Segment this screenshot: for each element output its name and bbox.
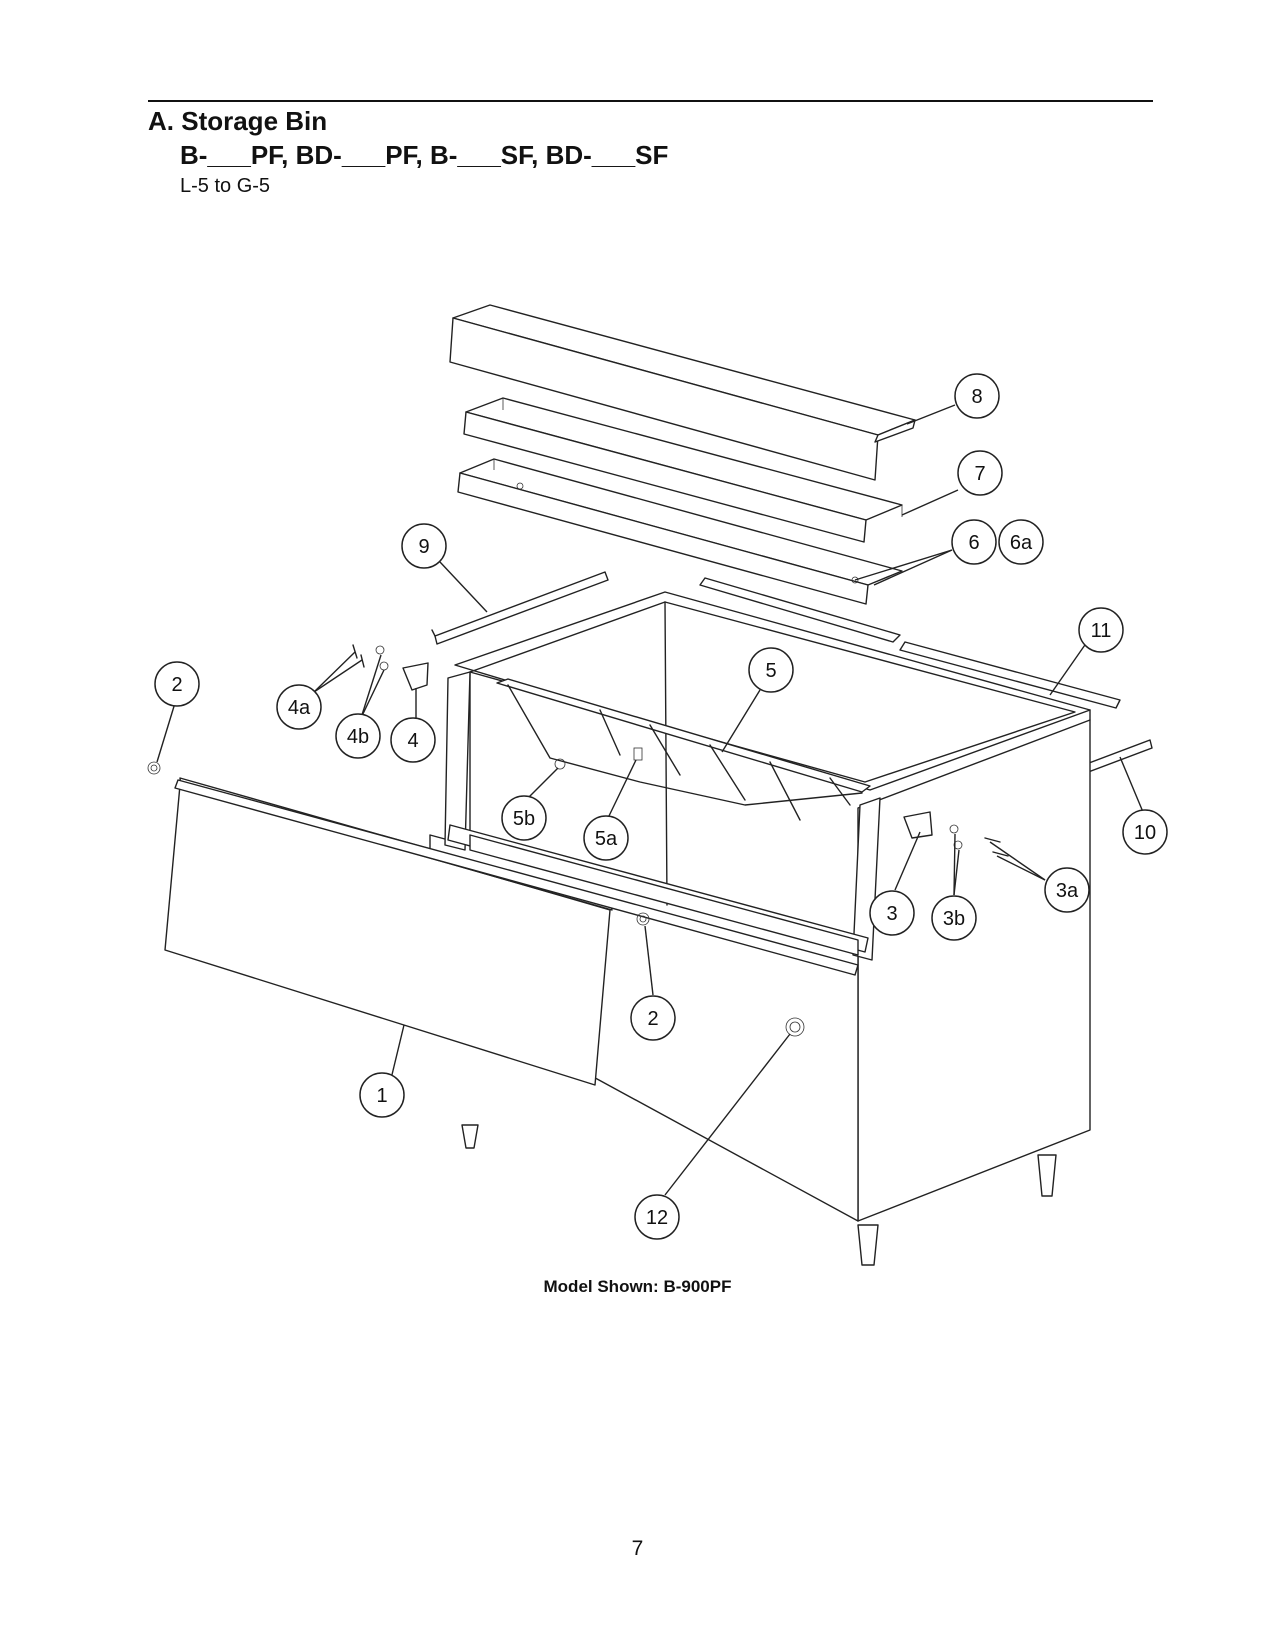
part-11-side-rail — [899, 641, 1121, 709]
page-number: 7 — [631, 1537, 644, 1560]
callout-7-label: 7 — [974, 463, 985, 485]
callout-2-right: 2 — [630, 995, 676, 1041]
callout-6: 6 — [951, 519, 997, 565]
callout-4b: 4b — [335, 713, 381, 759]
callout-10-label: 10 — [1134, 822, 1156, 844]
part-3b-washers — [949, 824, 963, 850]
part-4-bracket — [402, 662, 429, 691]
serial-range: L-5 to G-5 — [180, 175, 271, 197]
callout-3a-label: 3a — [1056, 880, 1079, 902]
callout-2-left: 2 — [154, 661, 200, 707]
callout-5a: 5a — [583, 815, 629, 861]
callout-6-label: 6 — [968, 532, 979, 554]
callout-11: 11 — [1078, 607, 1124, 653]
part-2-hinge-right — [636, 912, 650, 926]
callout-leaders — [156, 404, 1144, 1196]
callout-1: 1 — [359, 1072, 405, 1118]
callout-7: 7 — [957, 450, 1003, 496]
callout-9-label: 9 — [418, 536, 429, 558]
callout-12-label: 12 — [646, 1207, 668, 1229]
part-4a-pins — [352, 644, 365, 668]
callout-8-label: 8 — [971, 386, 982, 408]
callout-5a-label: 5a — [595, 828, 618, 850]
callout-6a-label: 6a — [1010, 532, 1033, 554]
part-9-left-rail — [431, 571, 609, 645]
part-8-top-cover — [449, 304, 916, 481]
part-2-hinge-left — [147, 761, 161, 775]
callout-4a-label: 4a — [288, 697, 311, 719]
header-rule — [148, 100, 1153, 102]
callout-4a: 4a — [276, 684, 322, 730]
part-7-channel — [463, 397, 903, 543]
callout-10: 10 — [1122, 809, 1168, 855]
callout-3-label: 3 — [886, 903, 897, 925]
callout-5: 5 — [748, 647, 794, 693]
callout-5b: 5b — [501, 795, 547, 841]
callout-6a: 6a — [998, 519, 1044, 565]
section-title: A. Storage Bin — [148, 106, 328, 136]
callout-3: 3 — [869, 890, 915, 936]
part-3-bracket — [903, 811, 933, 839]
callout-9: 9 — [401, 523, 447, 569]
callout-11-label: 11 — [1091, 620, 1112, 642]
callout-5b-label: 5b — [513, 808, 535, 830]
callout-1-label: 1 — [376, 1085, 387, 1107]
front-top-rail — [699, 577, 901, 643]
callout-12: 12 — [634, 1194, 680, 1240]
model-caption: Model Shown: B-900PF — [543, 1277, 732, 1296]
callout-3b-label: 3b — [943, 908, 965, 930]
part-3a-pins — [984, 837, 1009, 857]
callout-4-label: 4 — [407, 730, 418, 752]
callout-2-right-label: 2 — [647, 1008, 658, 1030]
model-list: B-___PF, BD-___PF, B-___SF, BD-___SF — [180, 140, 669, 170]
callout-3b: 3b — [931, 895, 977, 941]
callout-5-label: 5 — [765, 660, 776, 682]
part-5-baffle — [496, 678, 871, 821]
callout-2-left-label: 2 — [171, 674, 182, 696]
callout-4b-label: 4b — [347, 726, 369, 748]
part-1-door — [164, 777, 859, 1086]
callout-3a: 3a — [1044, 867, 1090, 913]
callout-4: 4 — [390, 717, 436, 763]
part-6-tray — [457, 458, 903, 605]
callout-8: 8 — [954, 373, 1000, 419]
